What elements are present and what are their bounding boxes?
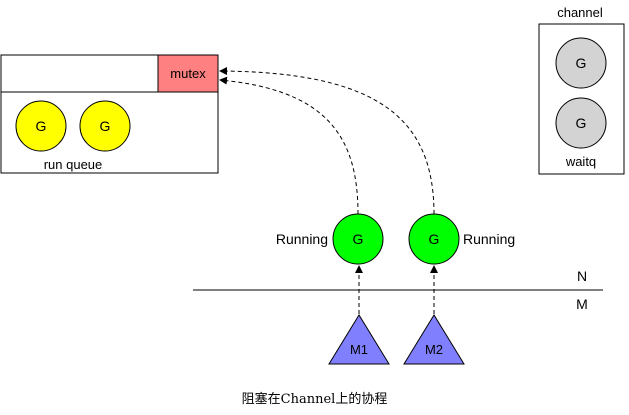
svg-text:G: G (429, 231, 440, 247)
svg-text:G: G (353, 231, 364, 247)
lock-request-arrow-2 (219, 67, 435, 215)
svg-text:G: G (576, 55, 587, 71)
svg-text:M1: M1 (350, 342, 368, 357)
running-state-label-2: Running (463, 231, 515, 247)
processor-box: mutex G G run queue (0, 54, 219, 174)
running-goroutine-1: G (332, 213, 384, 265)
running-state-label-1: Running (276, 231, 328, 247)
mutex-box (157, 54, 219, 93)
run-queue-goroutine: G (15, 100, 67, 152)
diagram-caption: 阻塞在Channel上的协程 (241, 392, 388, 407)
mutex-label: mutex (170, 66, 206, 81)
waitq-label: waitq (565, 154, 596, 169)
svg-text:G: G (576, 115, 587, 131)
thread-m2: M2 (403, 314, 465, 365)
channel-title: channel (557, 5, 603, 20)
svg-text:M2: M2 (425, 342, 443, 357)
svg-text:G: G (36, 118, 47, 134)
svg-text:G: G (100, 118, 111, 134)
running-goroutine-2: G (408, 213, 460, 265)
channel-box: channel G G waitq (538, 5, 625, 175)
thread-m1: M1 (328, 314, 390, 365)
lock-request-arrow-1 (219, 76, 359, 215)
layer-label-n: N (577, 268, 587, 284)
layer-label-m: M (576, 296, 588, 312)
waitq-goroutine: G (555, 37, 607, 89)
run-queue-goroutine: G (79, 100, 131, 152)
waitq-goroutine: G (555, 97, 607, 149)
run-queue-label: run queue (44, 157, 103, 172)
